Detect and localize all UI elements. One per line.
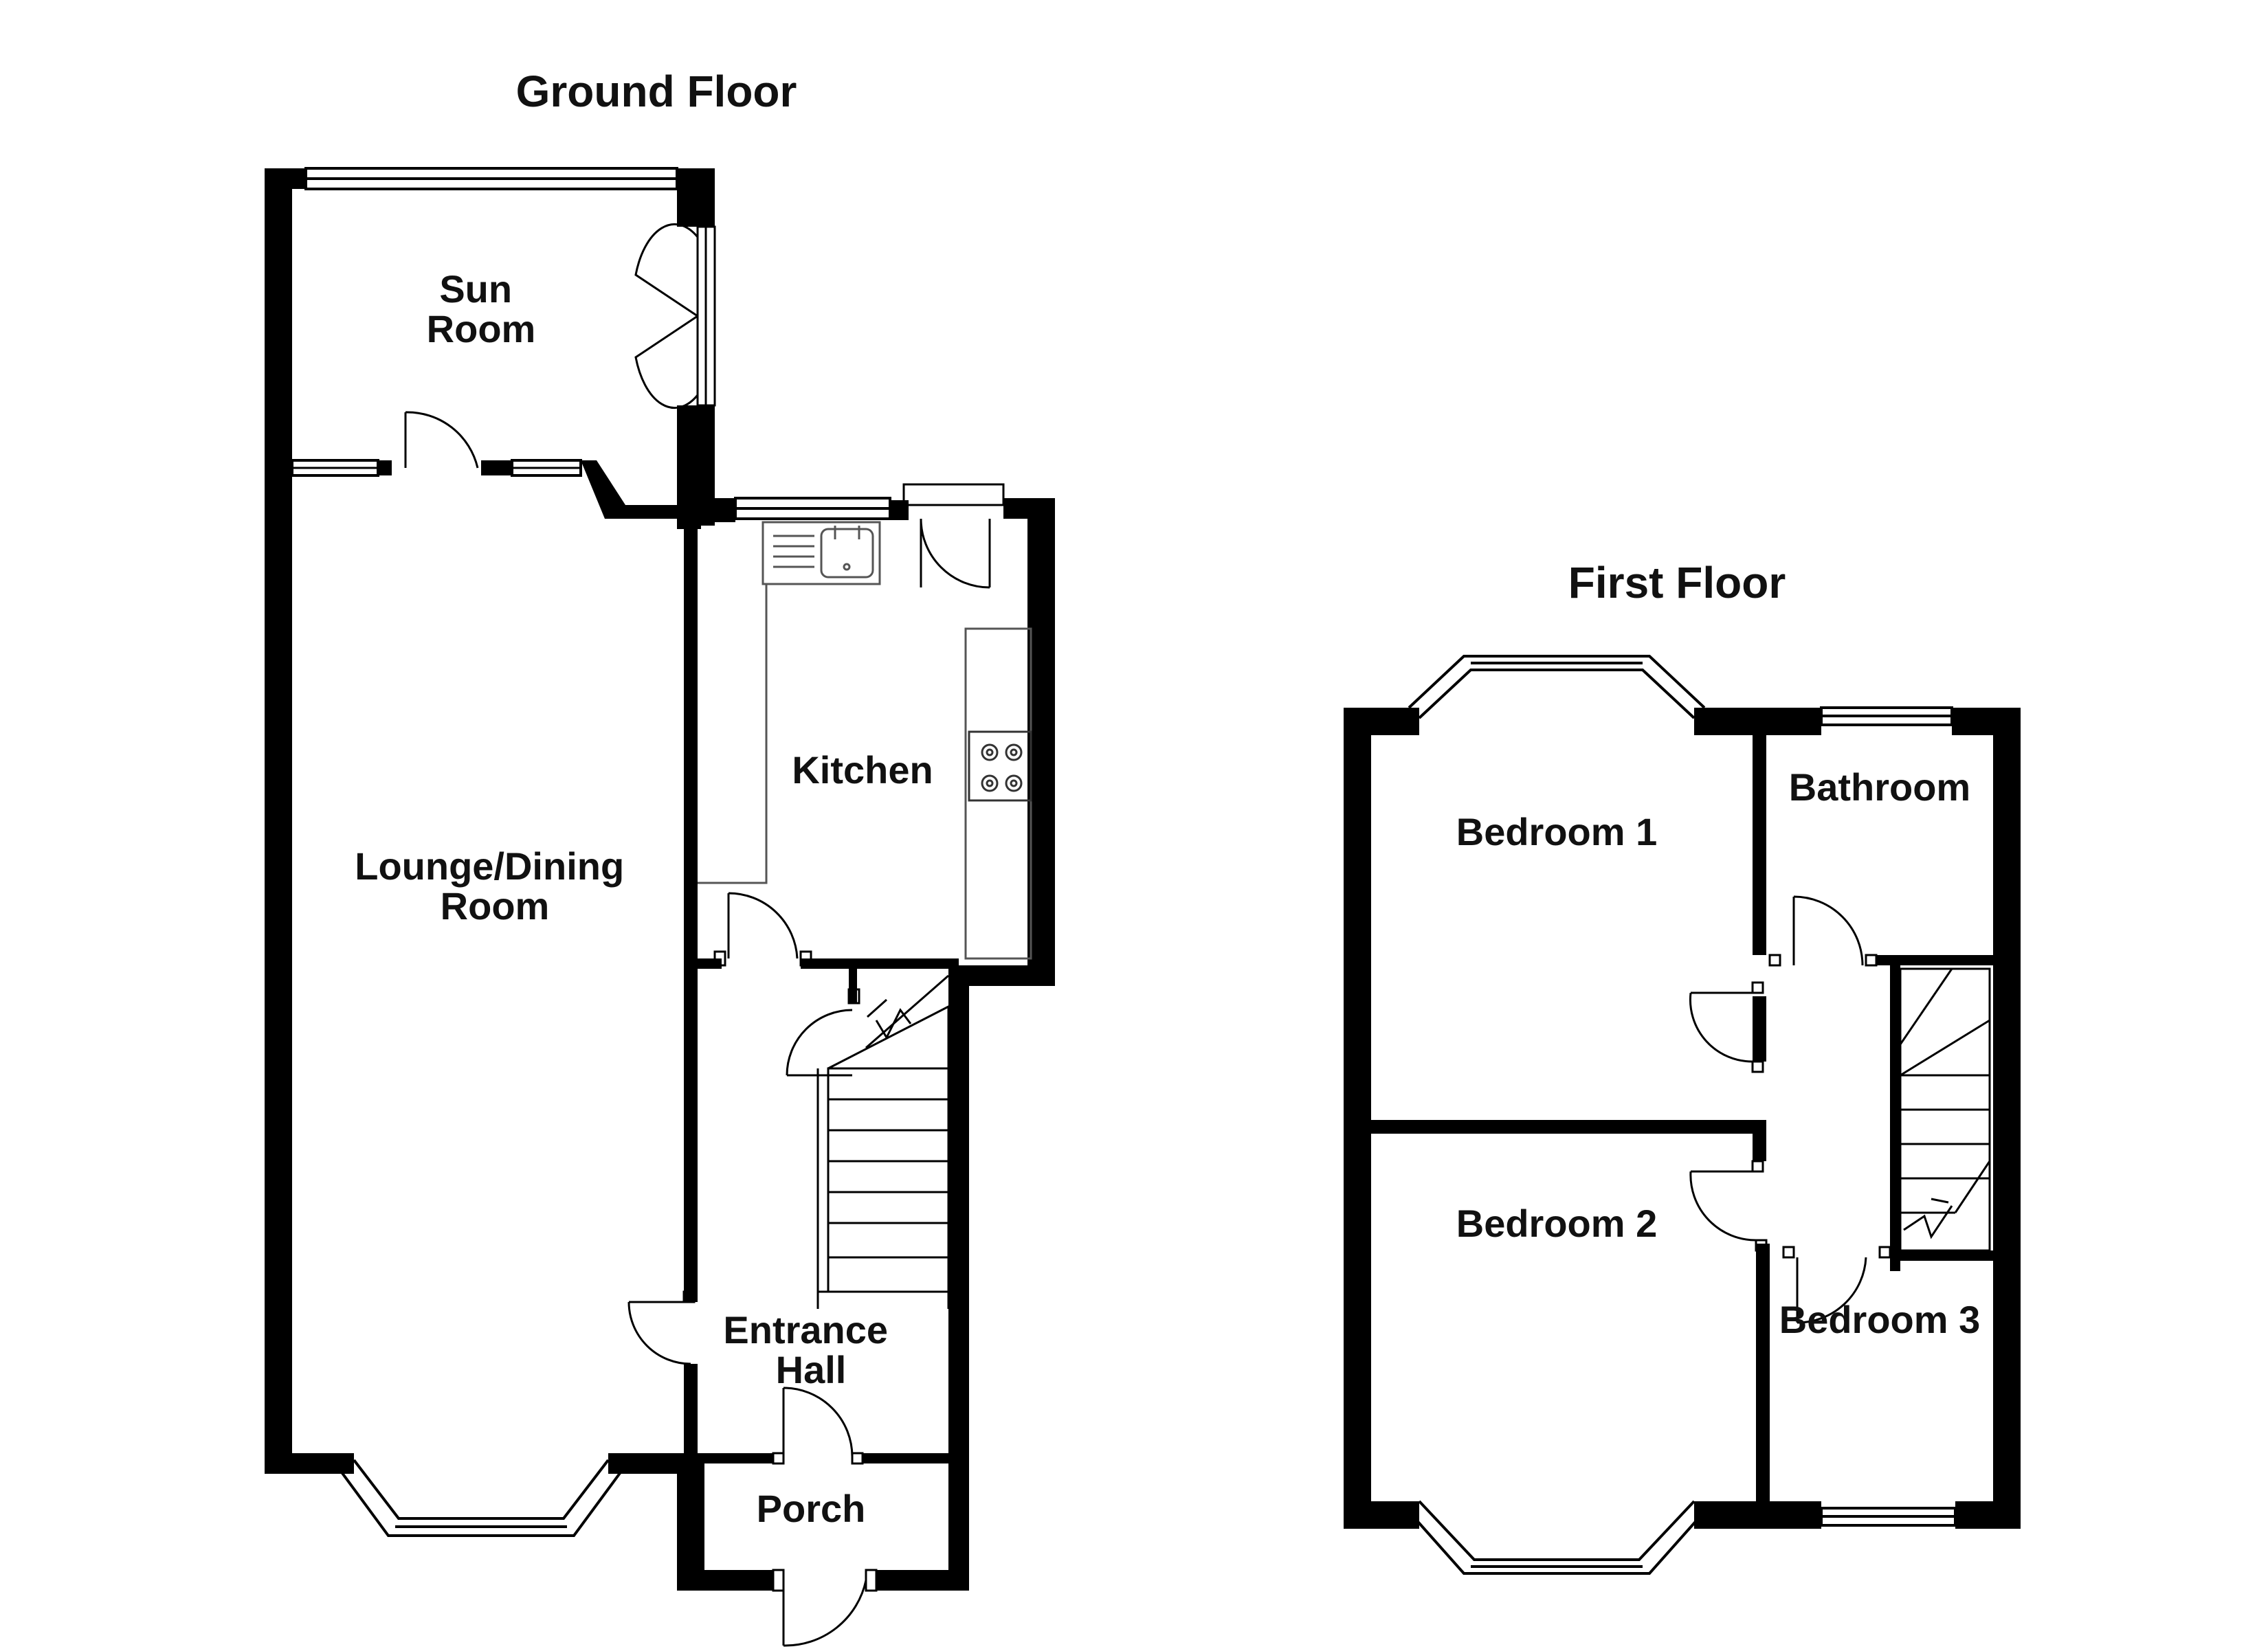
first-floor-staircase xyxy=(1892,967,1991,1252)
sun-room-label: Sun Room xyxy=(427,267,536,350)
first-floor-plan: First Floor xyxy=(1344,558,2021,1575)
lounge-label: Lounge/Dining Room xyxy=(355,844,634,928)
bedroom1-bay-window xyxy=(1408,655,1706,719)
sun-room-label-line1: Sun xyxy=(439,267,512,311)
ground-floor-walls xyxy=(265,168,1055,1591)
ground-floor-title: Ground Floor xyxy=(516,67,797,116)
first-floor-walls xyxy=(1344,708,2021,1529)
hob-icon xyxy=(968,730,1032,802)
lounge-bay-window xyxy=(339,1459,623,1537)
bedroom2-label: Bedroom 2 xyxy=(1456,1202,1658,1245)
ground-floor-plan: Ground Floor xyxy=(265,67,1055,1647)
sink-icon xyxy=(773,526,874,579)
bedroom3-label: Bedroom 3 xyxy=(1779,1298,1981,1341)
entrance-hall-label-line1: Entrance xyxy=(723,1308,888,1351)
sun-room-door xyxy=(404,411,479,469)
kitchen-window xyxy=(734,497,909,520)
kitchen-door xyxy=(713,892,812,967)
bedroom1-label: Bedroom 1 xyxy=(1456,810,1658,853)
under-stairs-door xyxy=(786,988,860,1077)
lounge-door xyxy=(627,1290,696,1365)
sun-room-french-doors xyxy=(634,223,716,410)
lounge-label-line2: Room xyxy=(441,884,550,928)
bedroom2-bay-window xyxy=(1408,1500,1706,1575)
entrance-hall-label-line2: Hall xyxy=(776,1348,847,1391)
porch-inner-door xyxy=(772,1387,864,1465)
kitchen-back-door xyxy=(902,483,1005,589)
bedroom3-door xyxy=(1782,1246,1891,1324)
kitchen-label: Kitchen xyxy=(792,748,933,792)
lounge-label-line1: Lounge/Dining xyxy=(355,844,624,888)
sun-room-window xyxy=(304,167,678,190)
front-door xyxy=(772,1569,878,1647)
first-floor-title: First Floor xyxy=(1568,558,1786,607)
bedroom3-window xyxy=(1820,1507,1957,1527)
bedroom2-door xyxy=(1689,1160,1768,1252)
sun-room-partition xyxy=(291,459,625,519)
bathroom-door xyxy=(1768,895,1878,967)
staircase xyxy=(816,974,950,1309)
sun-room-label-line2: Room xyxy=(427,307,536,350)
entrance-hall-label: Entrance Hall xyxy=(723,1308,898,1391)
bathroom-label: Bathroom xyxy=(1789,765,1970,809)
bathroom-window xyxy=(1820,706,1953,726)
porch-label: Porch xyxy=(757,1487,866,1530)
bedroom1-door xyxy=(1689,981,1764,1073)
